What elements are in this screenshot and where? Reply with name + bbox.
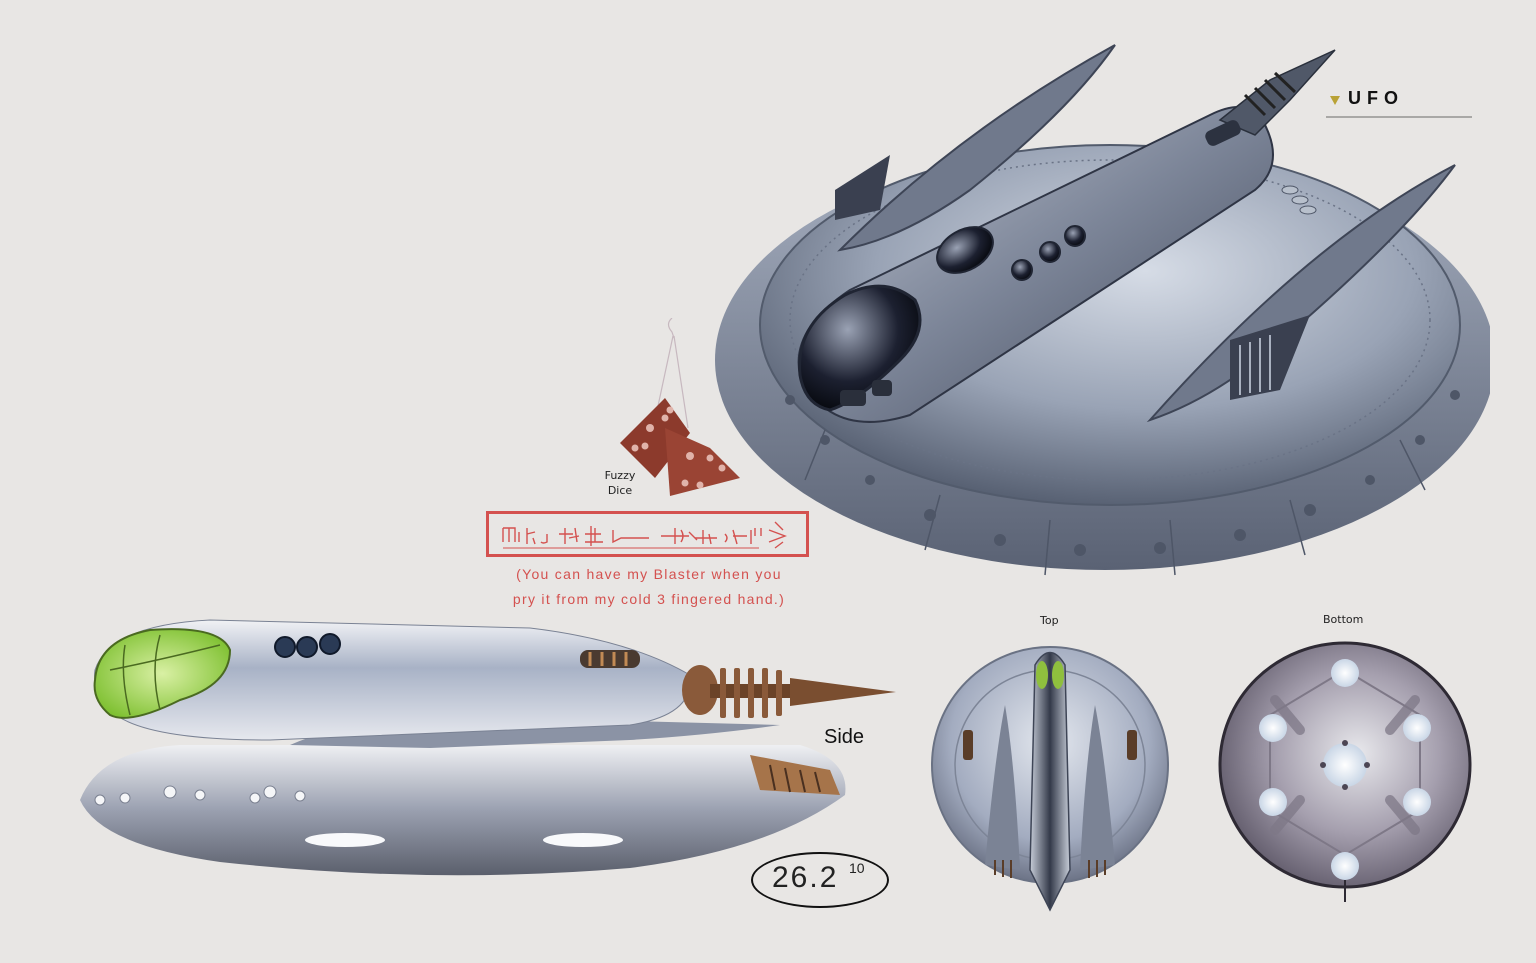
bottom-view-label: Bottom	[1323, 613, 1364, 626]
ufo-bottom-view	[1218, 641, 1472, 902]
ufo-top-view	[931, 646, 1169, 912]
caption-line-1: (You can have my Blaster when you	[516, 566, 782, 582]
alien-glyphs	[502, 521, 787, 549]
ufo-perspective-render	[715, 44, 1490, 576]
scale-exponent: 10	[849, 860, 865, 876]
top-view-label: Top	[1040, 614, 1059, 627]
alien-script-translation: (You can have my Blaster when you pry it…	[484, 562, 814, 612]
fuzzy-dice-label-line1: Fuzzy	[604, 469, 636, 482]
triangle-marker-icon	[1330, 96, 1340, 105]
scale-value: 26.2	[772, 861, 839, 894]
ufo-title: UFO	[1348, 88, 1404, 108]
scale-badge: 26.2 10	[751, 852, 889, 908]
header-underline	[1326, 116, 1472, 118]
side-view-label: Side	[824, 726, 865, 748]
ufo-side-view	[80, 619, 896, 876]
caption-line-2: pry it from my cold 3 fingered hand.)	[512, 591, 786, 607]
fuzzy-dice-label: Fuzzy Dice	[596, 468, 644, 498]
fuzzy-dice-label-line2: Dice	[607, 484, 633, 497]
ufo-section-header: UFO	[1326, 86, 1472, 120]
alien-script-box	[486, 511, 809, 557]
fuzzy-dice-illustration	[620, 318, 740, 496]
